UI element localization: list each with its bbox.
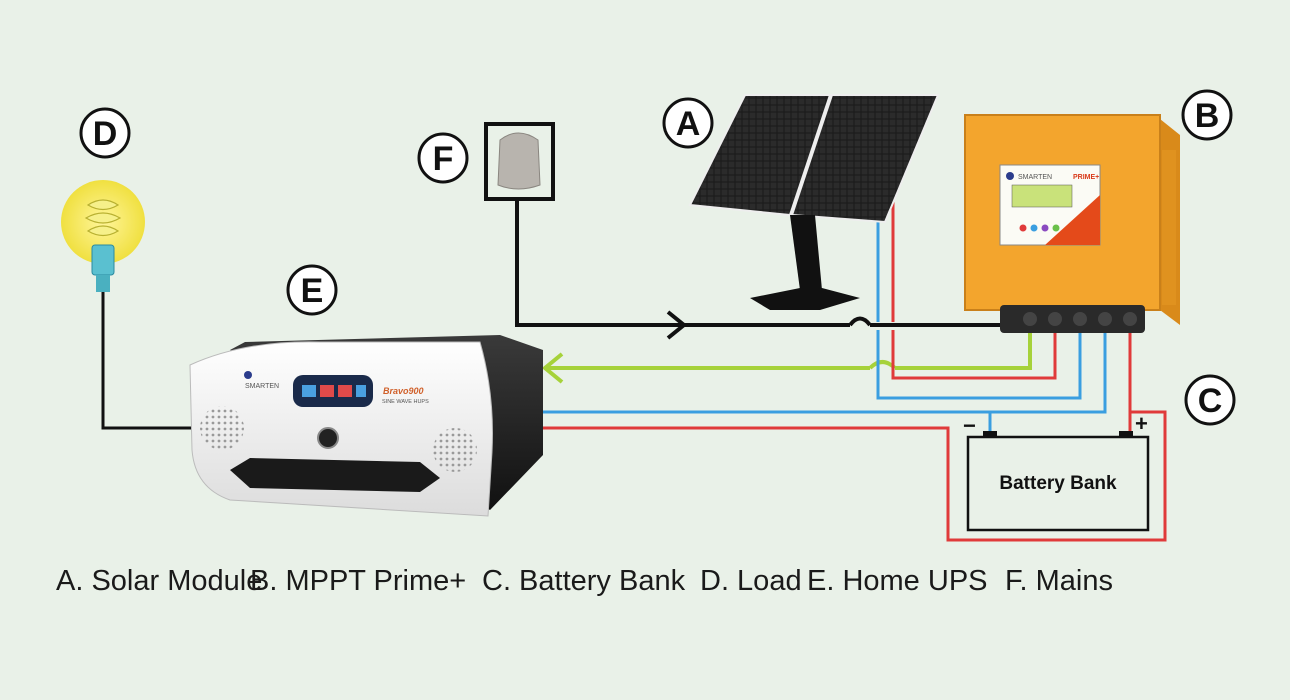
ups-submodel: SINE WAVE HUPS: [382, 399, 429, 405]
battery-minus-sign: −: [963, 413, 976, 438]
tag-e-letter: E: [301, 272, 324, 310]
battery-positive-terminal: [1119, 431, 1133, 438]
load-wire: [101, 292, 195, 430]
mains-arrow: [666, 310, 688, 340]
legend-item-battery-bank: C. Battery Bank: [482, 565, 686, 597]
panel-red-lead: [891, 195, 1057, 380]
tag-c: C: [1184, 374, 1236, 426]
tag-d-letter: D: [93, 115, 118, 153]
green-arrow: [541, 352, 564, 384]
legend-item-load: D. Load: [700, 565, 802, 597]
green-wire: [545, 332, 1032, 370]
left-speaker-grille: [200, 406, 244, 450]
status-led-blue: [1030, 224, 1038, 232]
terminal-3: [1073, 312, 1087, 326]
tag-e: E: [286, 264, 338, 316]
status-led-green: [1052, 224, 1060, 232]
battery-negative-terminal: [983, 431, 997, 438]
terminal-1: [1023, 312, 1037, 326]
tag-a-letter: A: [676, 105, 701, 143]
controller-model: PRIME+: [1073, 174, 1099, 181]
solar-panel: [688, 94, 940, 310]
bulb: [61, 180, 145, 292]
battery-plus-sign: +: [1135, 411, 1148, 436]
home-ups: SMARTEN Bravo900 SINE WAVE HUPS: [189, 335, 543, 517]
battery-label: Battery Bank: [999, 473, 1117, 494]
tag-d: D: [79, 107, 131, 159]
terminal-5: [1123, 312, 1137, 326]
tag-f: F: [417, 132, 469, 184]
tag-b-letter: B: [1195, 97, 1220, 135]
legend-item-home-ups: E. Home UPS: [807, 565, 988, 597]
mppt-controller: SMARTEN PRIME+: [964, 114, 1180, 333]
panel-blue-lead: [876, 210, 1082, 400]
mains-wire-hop: [848, 316, 872, 327]
tag-b: B: [1181, 89, 1233, 141]
tag-c-letter: C: [1198, 382, 1223, 420]
controller-brand: SMARTEN: [1018, 174, 1052, 181]
status-led-purple: [1041, 224, 1049, 232]
legend-item-solar-module: A. Solar Module: [56, 565, 262, 597]
legend-item-mppt: B. MPPT Prime+: [250, 565, 466, 597]
tag-a: A: [662, 97, 714, 149]
ups-brand: SMARTEN: [245, 383, 279, 390]
mains-wire: [515, 200, 1007, 327]
legend: A. Solar Module B. MPPT Prime+ C. Batter…: [56, 565, 1113, 597]
ups-model: Bravo900: [383, 386, 424, 396]
right-speaker-grille: [433, 428, 477, 472]
battery-box: [966, 435, 1150, 532]
tag-f-letter: F: [433, 140, 454, 178]
battery-bank: − + Battery Bank: [963, 411, 1150, 532]
ups-bottom-panel: [230, 458, 440, 492]
terminal-4: [1098, 312, 1112, 326]
blue-wire: [543, 330, 1107, 435]
legend-item-mains: F. Mains: [1005, 565, 1113, 597]
wall-socket: [484, 122, 555, 201]
status-led-red: [1019, 224, 1027, 232]
terminal-2: [1048, 312, 1062, 326]
ups-power-button[interactable]: [317, 427, 339, 449]
